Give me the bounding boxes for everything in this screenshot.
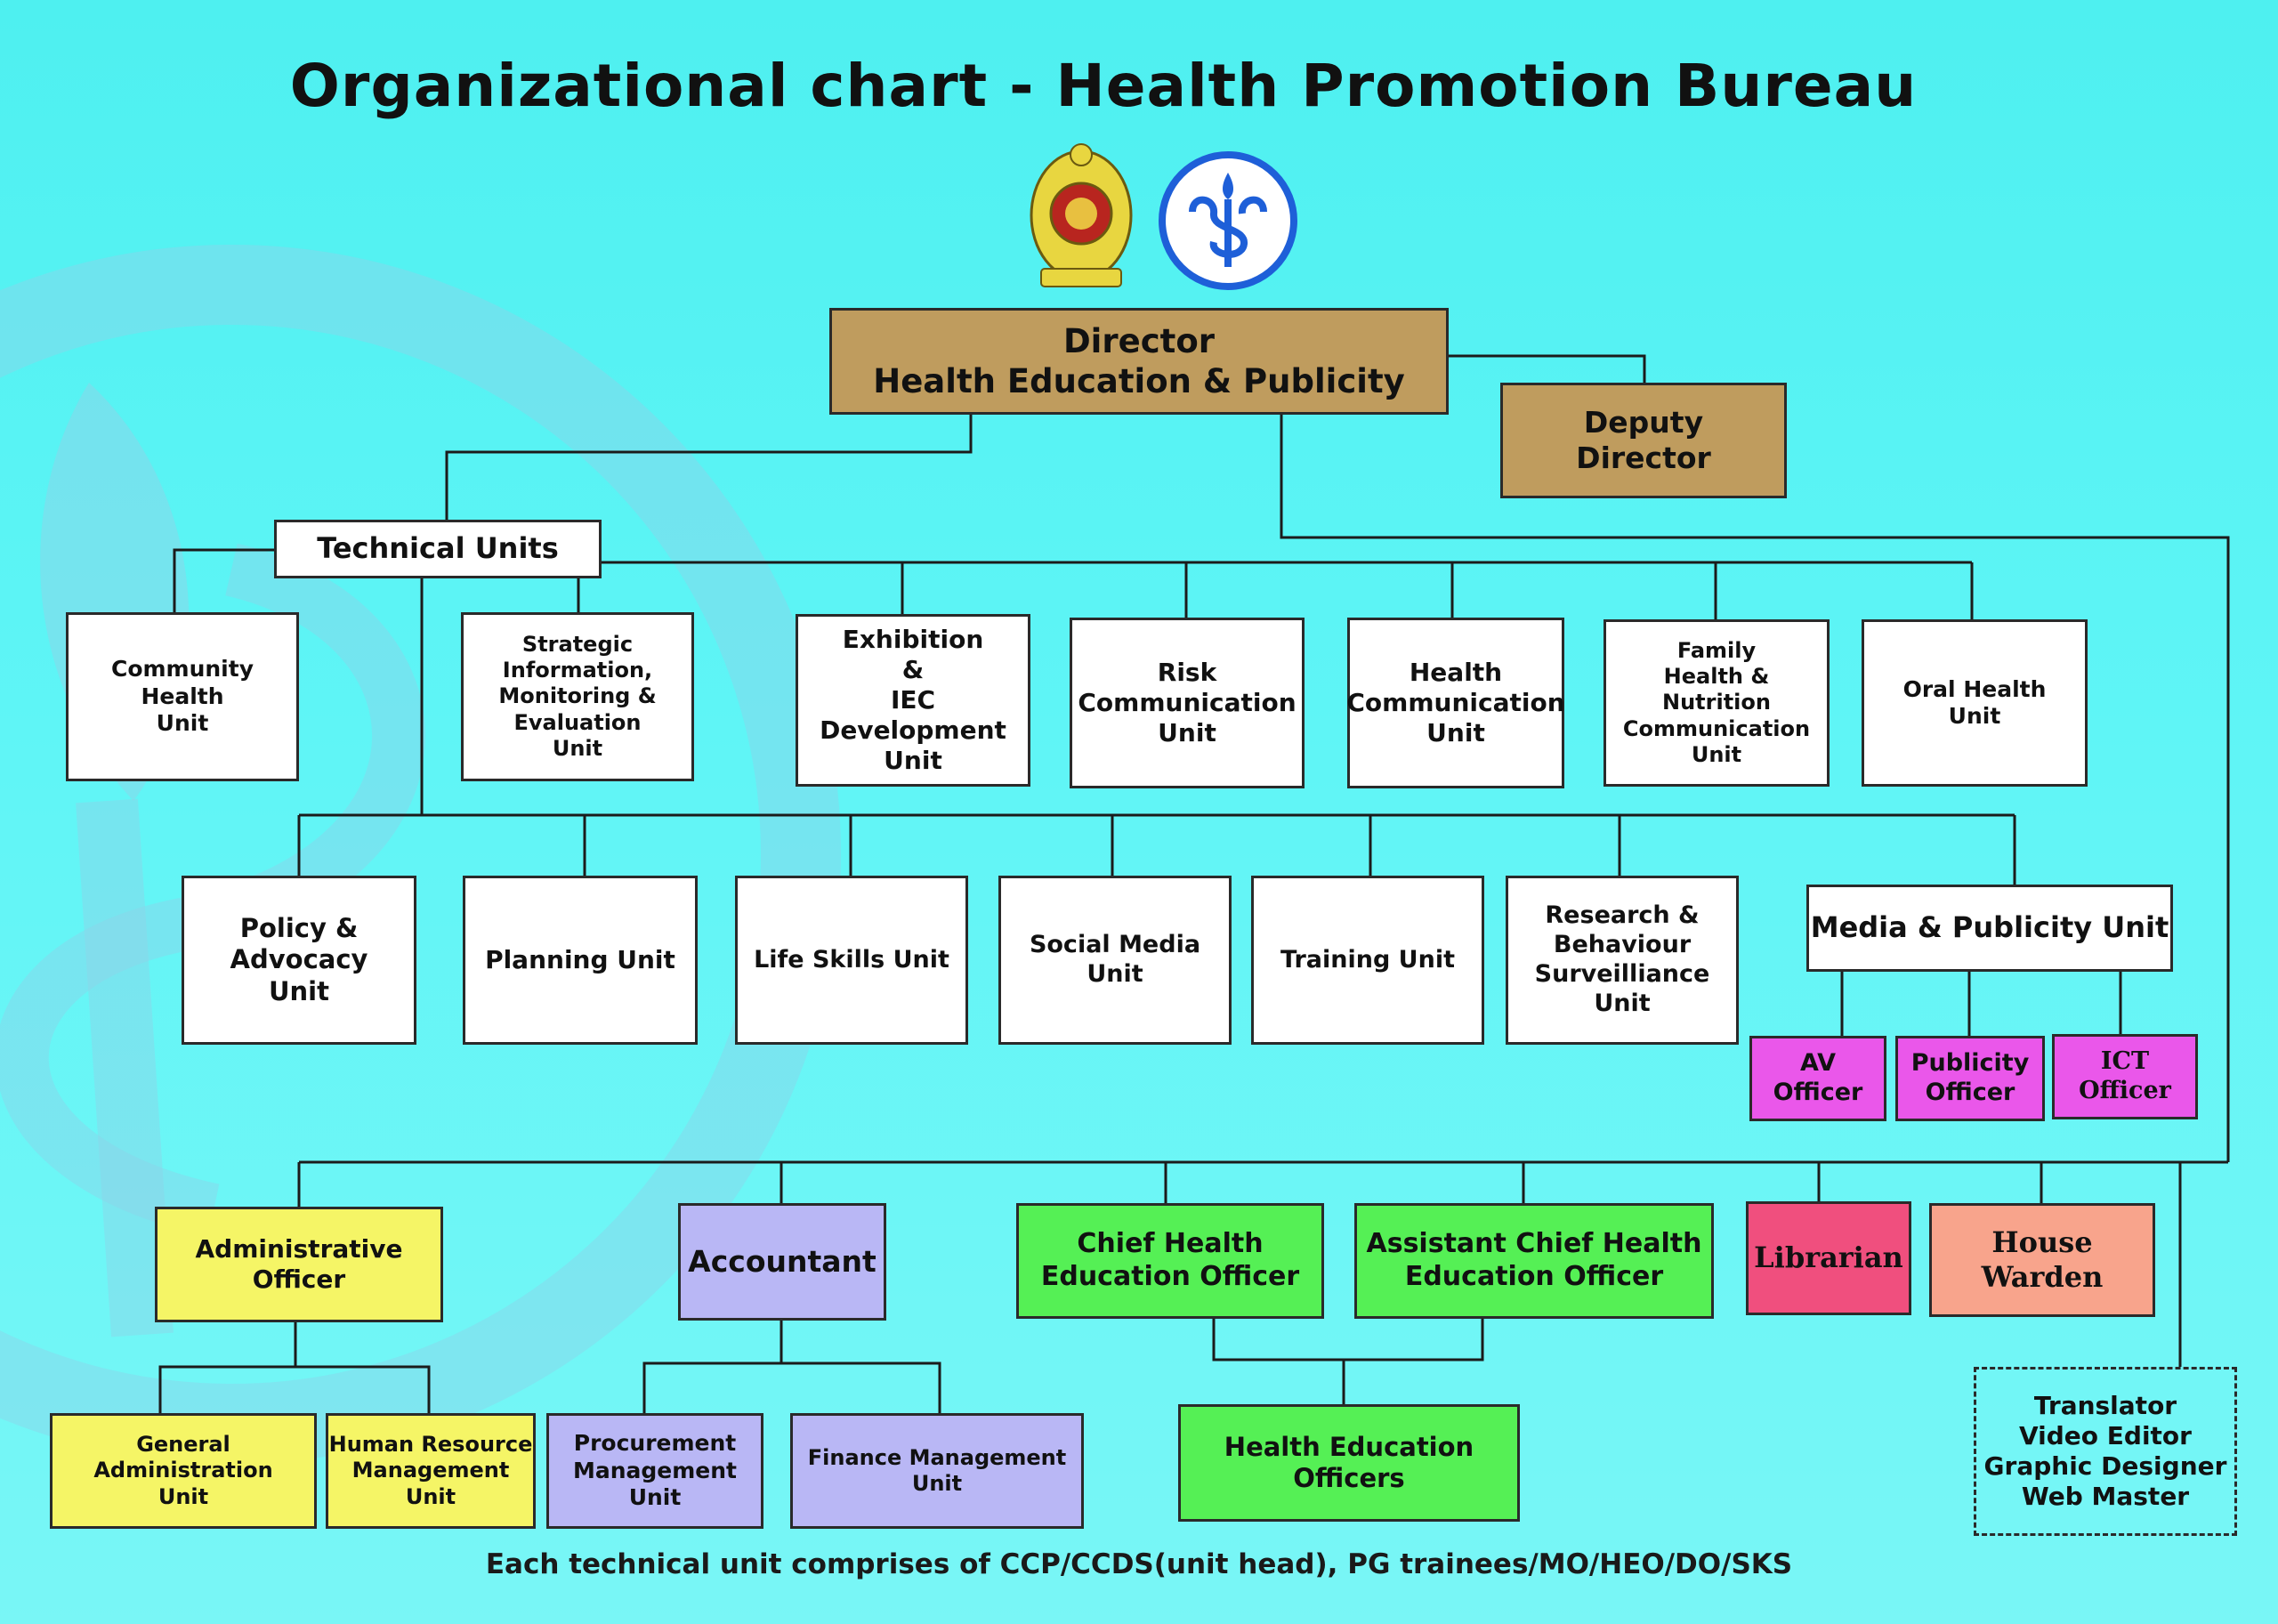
footer-note: Each technical unit comprises of CCP/CCD… xyxy=(485,1548,1793,1580)
national-emblem-icon xyxy=(1030,143,1133,287)
oral-health-unit: Oral Health Unit xyxy=(1862,619,2088,787)
research-behaviour-unit: Research & Behaviour Surveilliance Unit xyxy=(1506,876,1739,1045)
risk-communication-unit: Risk Communication Unit xyxy=(1070,618,1305,788)
human-resource-unit: Human Resource Management Unit xyxy=(326,1413,536,1529)
health-education-officers-box: Health Education Officers xyxy=(1178,1404,1520,1522)
strategic-information-unit: Strategic Information, Monitoring & Eval… xyxy=(461,612,694,781)
accountant-box: Accountant xyxy=(678,1203,886,1321)
policy-advocacy-unit: Policy & Advocacy Unit xyxy=(182,876,416,1045)
administrative-officer-box: Administrative Officer xyxy=(155,1207,443,1322)
procurement-unit: Procurement Management Unit xyxy=(546,1413,763,1529)
general-administration-unit: General Administration Unit xyxy=(50,1413,317,1529)
deputy-director-box: Deputy Director xyxy=(1500,383,1787,498)
exhibition-iec-unit: Exhibition & IEC Development Unit xyxy=(796,614,1030,787)
assistant-chief-heo-box: Assistant Chief Health Education Officer xyxy=(1354,1203,1714,1319)
ict-officer-box: ICT Officer xyxy=(2052,1034,2198,1119)
support-staff-box: Translator Video Editor Graphic Designer… xyxy=(1974,1367,2237,1536)
house-warden-box: House Warden xyxy=(1929,1203,2155,1317)
community-health-unit: Community Health Unit xyxy=(66,612,299,781)
chief-heo-box: Chief Health Education Officer xyxy=(1016,1203,1324,1319)
finance-management-unit: Finance Management Unit xyxy=(790,1413,1084,1529)
technical-units-label: Technical Units xyxy=(274,520,602,578)
director-box: Director Health Education & Publicity xyxy=(829,308,1449,415)
planning-unit: Planning Unit xyxy=(463,876,698,1045)
av-officer-box: AV Officer xyxy=(1749,1036,1886,1121)
family-health-nutrition-unit: Family Health & Nutrition Communication … xyxy=(1603,619,1830,787)
social-media-unit: Social Media Unit xyxy=(998,876,1232,1045)
publicity-officer-box: Publicity Officer xyxy=(1895,1036,2045,1121)
page-title: Organizational chart - Health Promotion … xyxy=(289,52,1918,120)
life-skills-unit: Life Skills Unit xyxy=(735,876,968,1045)
librarian-box: Librarian xyxy=(1746,1201,1911,1315)
health-ministry-logo-icon xyxy=(1159,151,1297,290)
training-unit: Training Unit xyxy=(1251,876,1484,1045)
media-publicity-unit: Media & Publicity Unit xyxy=(1806,885,2173,972)
health-communication-unit: Health Communication Unit xyxy=(1346,618,1565,788)
